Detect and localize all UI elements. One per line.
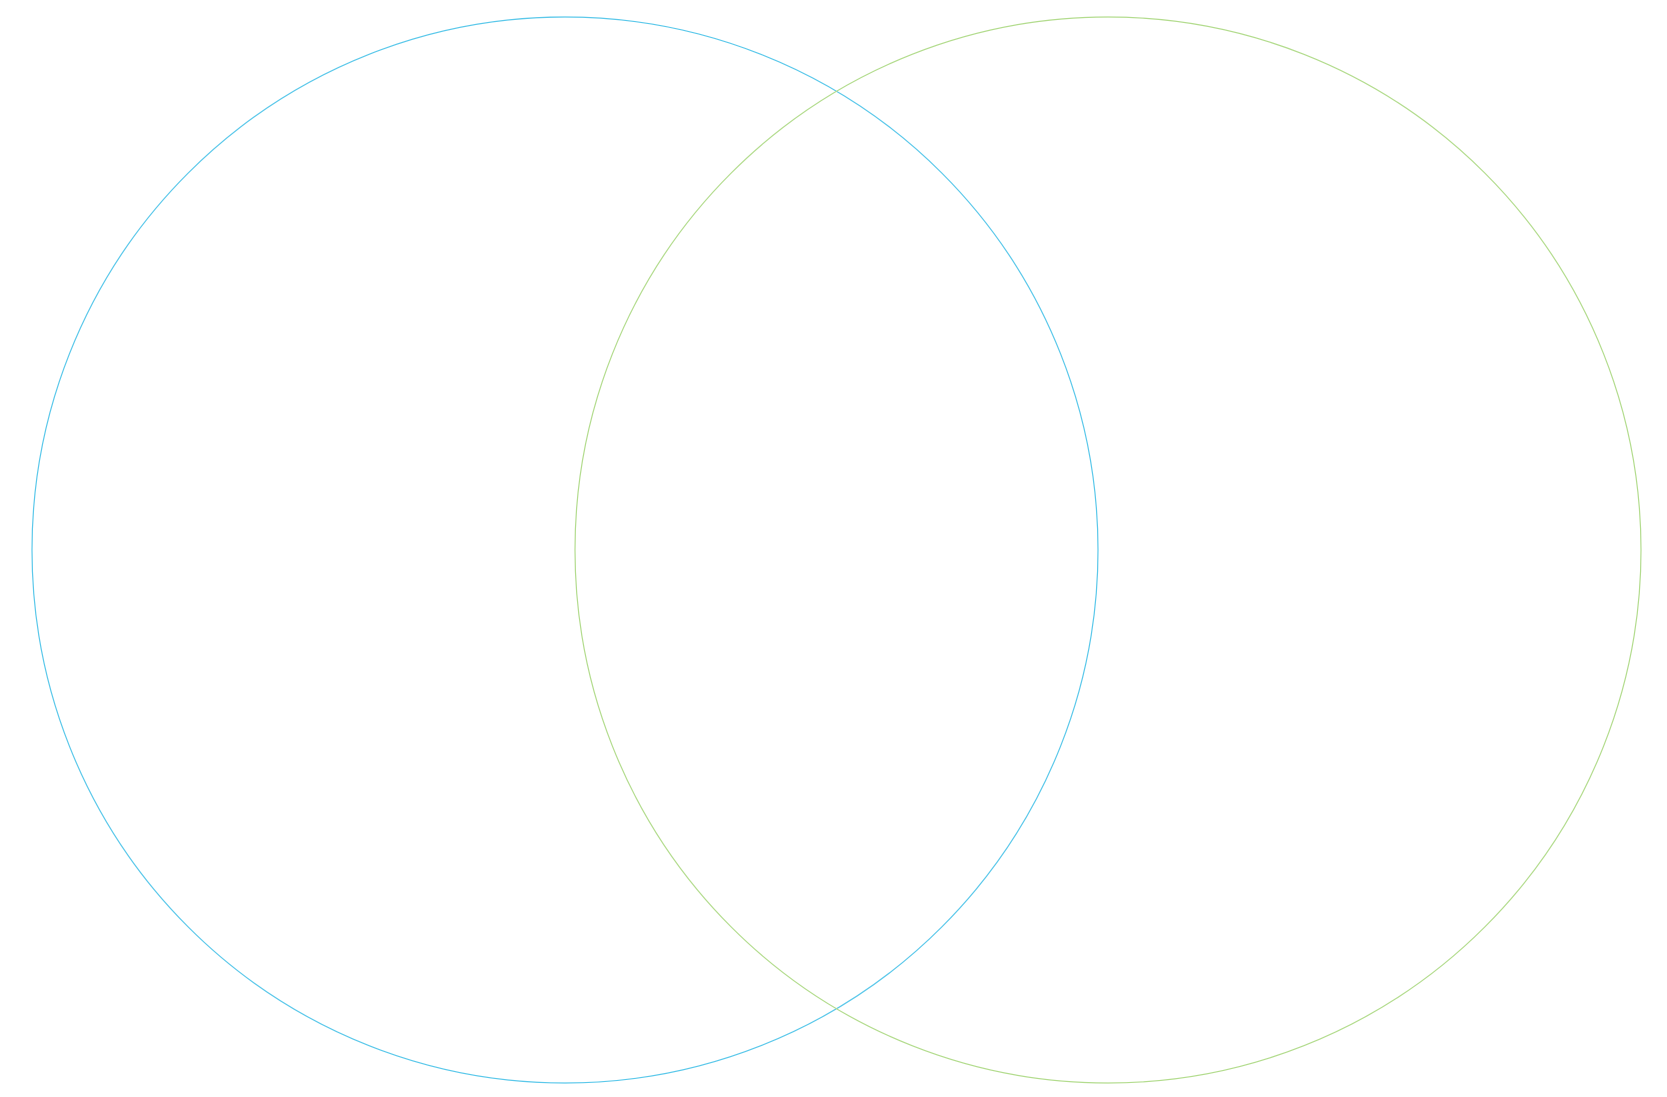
venn-circle-left	[31, 16, 1099, 1084]
venn-circle-right	[574, 16, 1642, 1084]
